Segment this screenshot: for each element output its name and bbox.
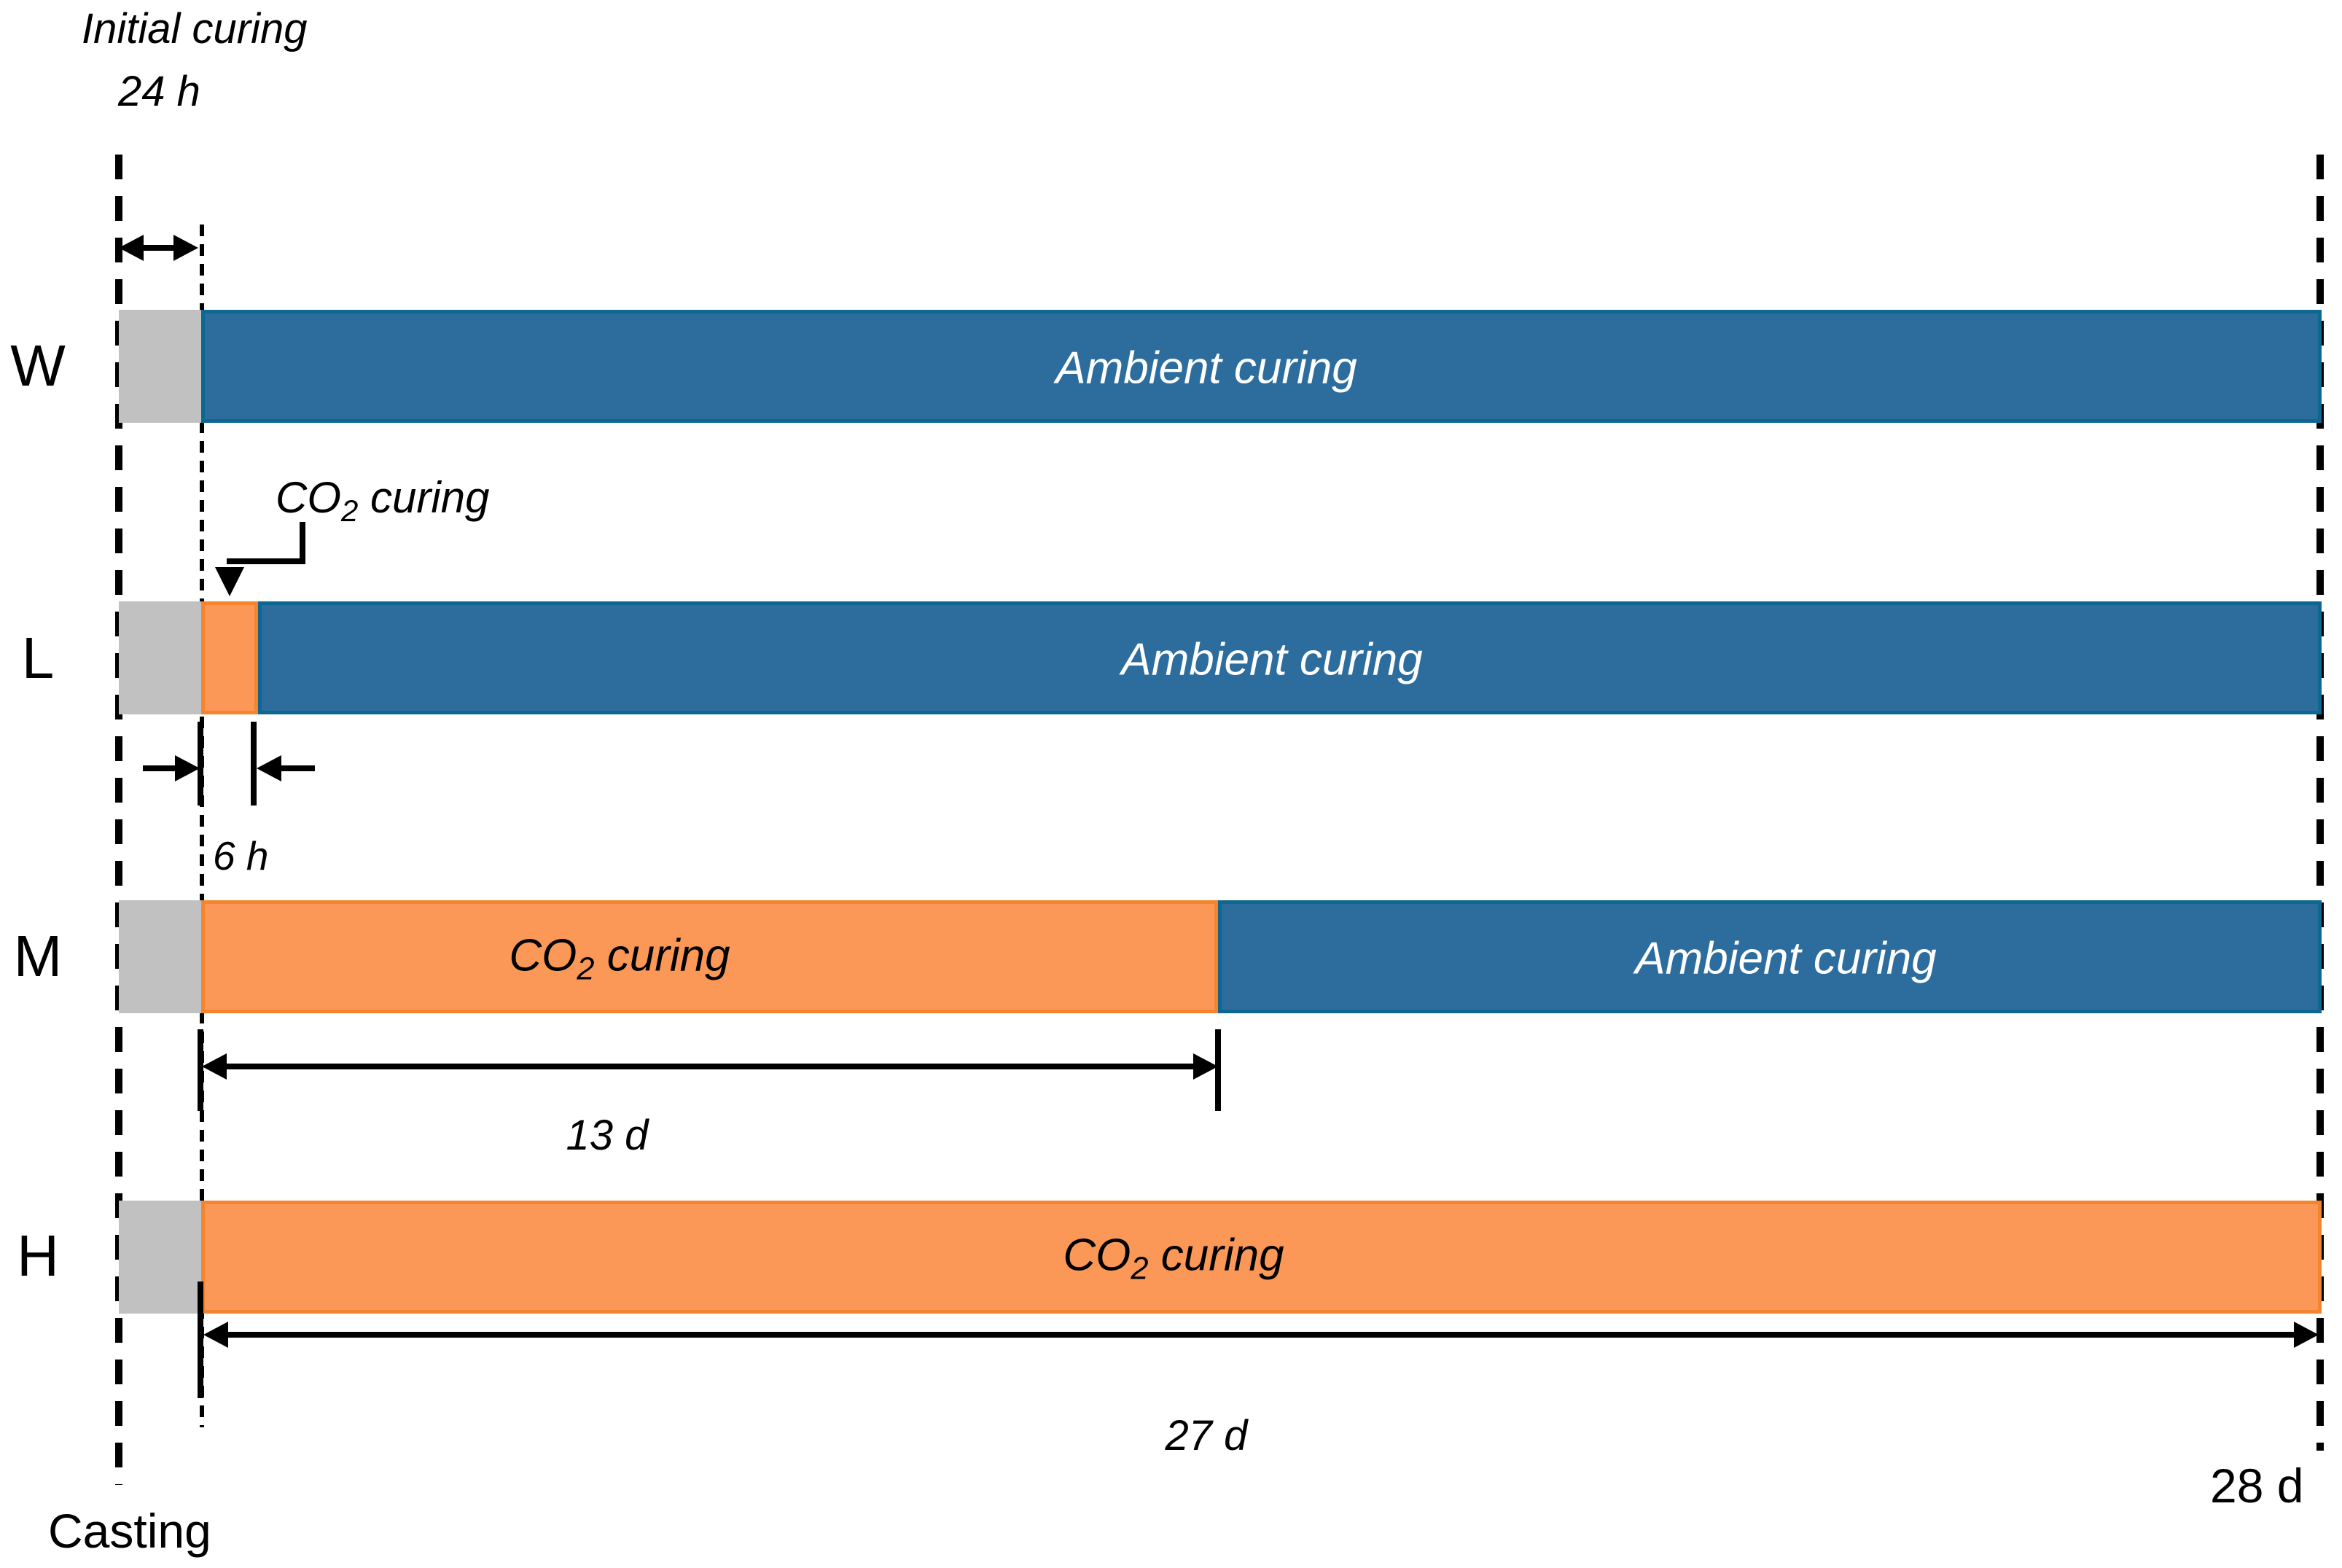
curing-text: curing (594, 930, 730, 981)
arrow-line (280, 765, 315, 771)
13d-label: 13 d (566, 1112, 649, 1159)
casting-label: Casting (48, 1504, 211, 1558)
segment-ambient-curing (201, 310, 2322, 423)
segment-initial-curing (119, 310, 201, 423)
co2-subscript: 2 (1131, 1251, 1149, 1287)
segment-initial-curing (119, 1201, 201, 1314)
tick-right (1215, 1029, 1221, 1111)
arrow-right-head-icon (175, 755, 200, 781)
arrow-right-head-icon (173, 235, 198, 261)
arrow-right-head-icon (1193, 1053, 1218, 1080)
co2-subscript: 2 (577, 951, 595, 987)
bar-m (119, 900, 2322, 1013)
segment-initial-curing (119, 601, 201, 714)
tick-left (198, 1282, 203, 1398)
bar-h (119, 1201, 2322, 1314)
arrow-left-head-icon (203, 1322, 228, 1348)
co2-pointer-label: CO2 curing (276, 472, 489, 528)
initial-curing-title: Initial curing (82, 5, 308, 52)
casting-reference-line (115, 155, 122, 1485)
curing-text: curing (358, 473, 490, 522)
bar-m-co2-label: CO2 curing (509, 929, 730, 987)
24h-reference-line (200, 225, 204, 1427)
row-label-w: W (10, 333, 66, 398)
bar-l (119, 601, 2322, 714)
row-label-h: H (17, 1223, 59, 1288)
tick-left (198, 722, 203, 806)
row-label-m: M (13, 924, 63, 988)
arrow-down-head-icon (215, 567, 244, 596)
bar-w (119, 310, 2322, 423)
arrow-left-head-icon (257, 755, 281, 781)
arrow-line (219, 1064, 1203, 1069)
28d-reference-line (2316, 155, 2324, 1451)
segment-co2-curing (201, 601, 258, 714)
27d-label: 27 d (1165, 1412, 1248, 1459)
initial-curing-duration: 24 h (118, 68, 200, 115)
segment-co2-curing (201, 1201, 2322, 1314)
co2-subscript: 2 (341, 493, 359, 528)
tick-right (251, 722, 257, 806)
segment-initial-curing (119, 900, 201, 1013)
arrow-line (143, 765, 178, 771)
segment-ambient-curing (258, 601, 2322, 714)
arrow-line (138, 245, 179, 251)
curing-text: curing (1148, 1230, 1284, 1281)
row-label-l: L (21, 625, 55, 690)
bar-h-co2-label: CO2 curing (1063, 1229, 1284, 1287)
arrow-left-head-icon (202, 1053, 227, 1080)
28d-label: 28 d (2210, 1459, 2304, 1513)
bar-m-ambient-label: Ambient curing (1635, 933, 1937, 984)
co2-text: CO (509, 930, 577, 981)
arrow-line (219, 1332, 2300, 1338)
bar-w-ambient-label: Ambient curing (1055, 343, 1357, 394)
pointer-horizontal-line (227, 558, 305, 564)
co2-text: CO (1063, 1230, 1131, 1281)
pointer-vertical-line (300, 522, 305, 564)
arrow-right-head-icon (2294, 1322, 2319, 1348)
tick-left (198, 1029, 203, 1111)
segment-ambient-curing (1218, 900, 2322, 1013)
co2-text: CO (276, 473, 341, 522)
bar-l-ambient-label: Ambient curing (1121, 634, 1423, 685)
6h-label: 6 h (213, 833, 269, 878)
segment-co2-curing (201, 900, 1218, 1013)
